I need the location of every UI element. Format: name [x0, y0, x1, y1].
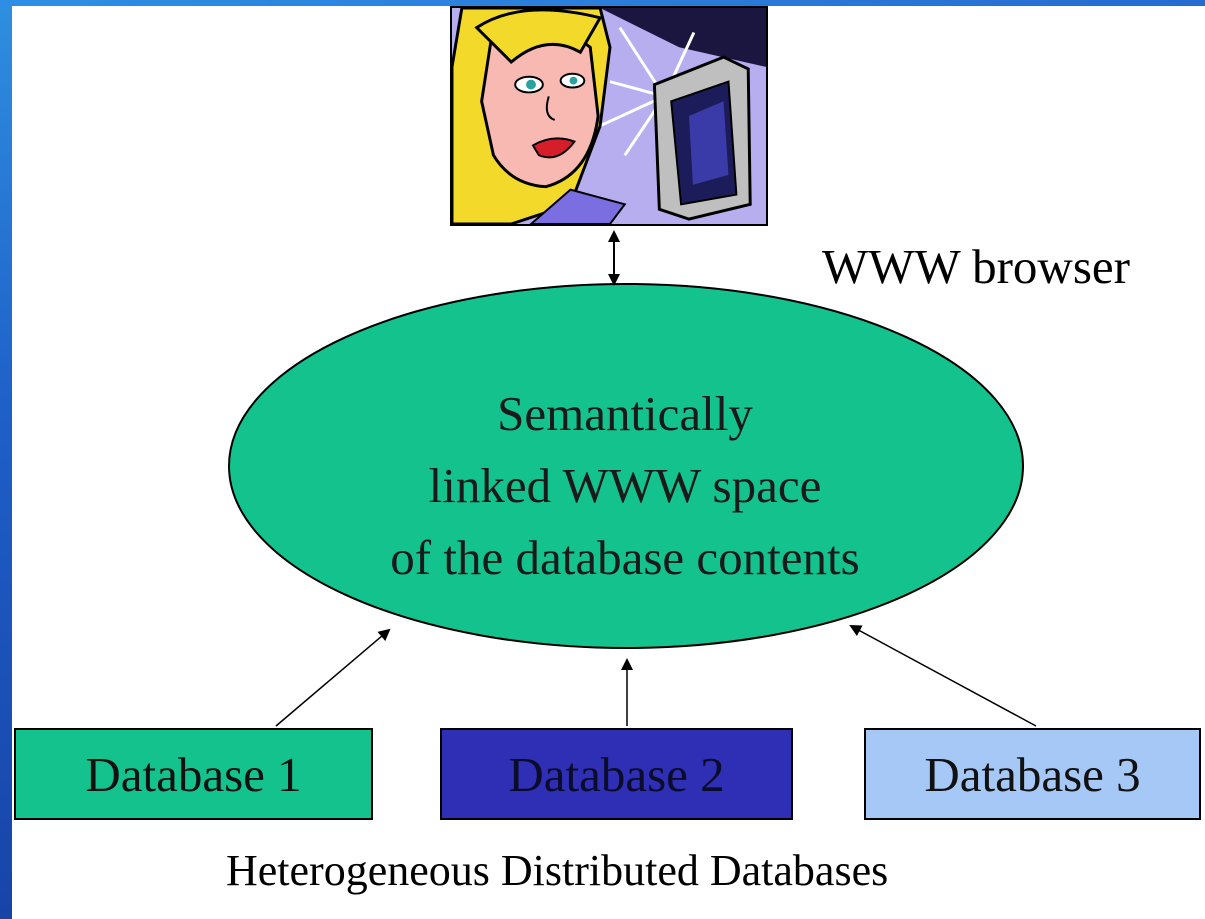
database-3-box: Database 3: [864, 728, 1201, 820]
db1-arrow: [275, 628, 391, 727]
database-2-label: Database 2: [508, 746, 725, 802]
database-3-label: Database 3: [924, 746, 1141, 802]
database-1-box: Database 1: [14, 728, 373, 820]
central-node-line-2: linked WWW space: [428, 458, 822, 513]
database-2-box: Database 2: [440, 728, 793, 820]
woman-at-computer-illustration: [450, 6, 768, 226]
footer-label: Heterogeneous Distributed Databases: [226, 846, 889, 895]
slide-top-border: [0, 0, 1205, 6]
central-node-line-1: Semantically: [497, 386, 753, 441]
db3-arrow: [849, 625, 1037, 727]
central-ellipse: [228, 283, 1024, 649]
central-node-line-3: of the database contents: [390, 530, 860, 585]
browser-label: WWW browser: [822, 239, 1130, 294]
database-1-label: Database 1: [85, 746, 302, 802]
central-node-label: Semantically linked WWW space of the dat…: [300, 378, 950, 594]
slide-left-border: [0, 0, 12, 919]
